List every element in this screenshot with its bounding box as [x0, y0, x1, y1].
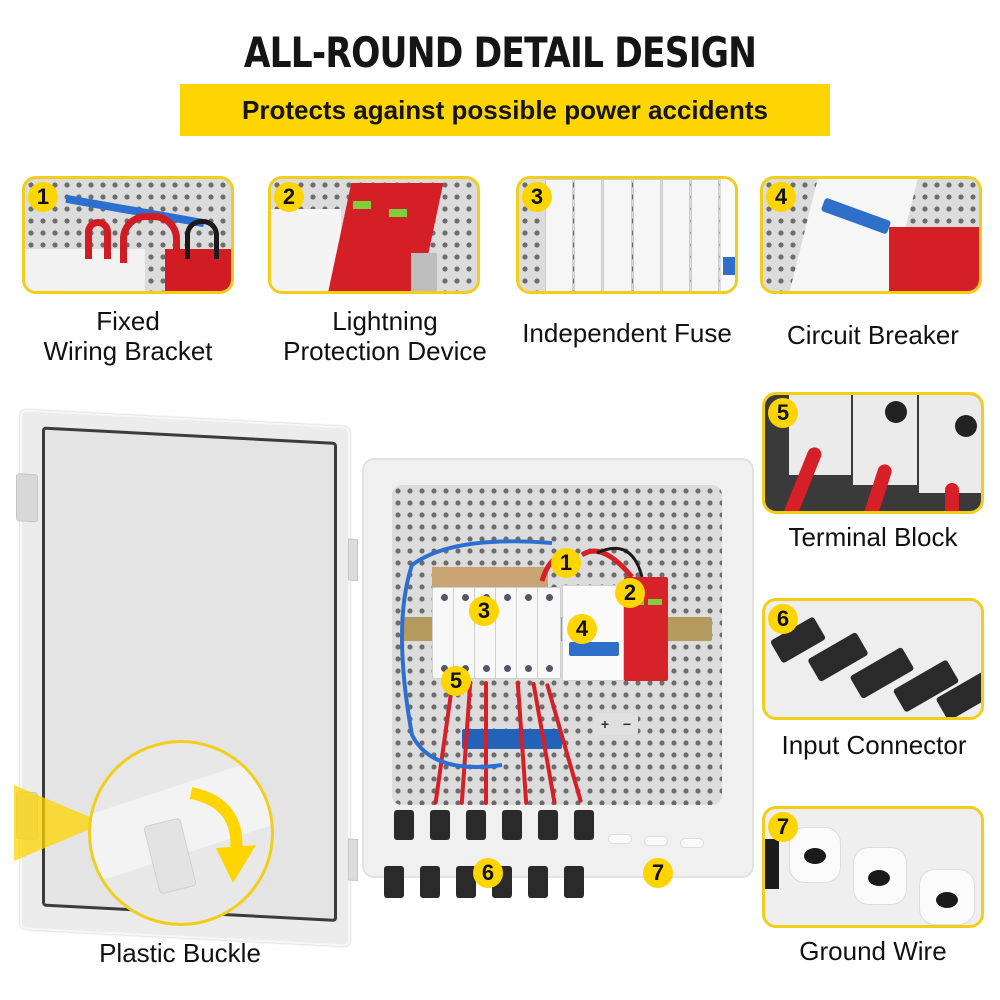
buckle-caption: Plastic Buckle — [99, 938, 261, 968]
mc4-connector-external — [384, 866, 404, 898]
page-title: ALL-ROUND DETAIL DESIGN — [243, 28, 757, 77]
screw-hole — [955, 415, 977, 437]
subtitle-banner: Protects against possible power accident… — [180, 84, 830, 136]
cable-gland — [789, 827, 841, 883]
hinge — [348, 538, 358, 582]
feature-caption: Input Connector — [781, 730, 967, 760]
feature-caption: Fixed Wiring Bracket — [43, 306, 213, 366]
mc4-connector — [538, 810, 558, 840]
terminal-module — [789, 395, 851, 475]
hinge — [348, 838, 358, 882]
cable-gland — [919, 869, 975, 925]
feature-caption: Circuit Breaker — [787, 320, 959, 350]
badge-number: 5 — [768, 398, 798, 428]
mc4-connector — [574, 810, 594, 840]
badge-number: 2 — [274, 182, 304, 212]
mounting-plate: + − — [392, 485, 722, 805]
mc4-connector — [502, 810, 522, 840]
feature-thumb-independent-fuse: 3 — [516, 176, 738, 294]
spd-module — [889, 227, 979, 291]
feature-thumb-terminal-block: 5 — [762, 392, 984, 514]
feature-caption: Ground Wire — [799, 936, 947, 966]
rotate-arrow-icon — [189, 787, 256, 883]
mc4-connector-external — [420, 866, 440, 898]
mc4-connector-external — [564, 866, 584, 898]
mc4-connector — [394, 810, 414, 840]
subtitle-text: Protects against possible power accident… — [242, 94, 768, 125]
mc4-connector — [430, 810, 450, 840]
mc4-connector — [466, 810, 486, 840]
polarity-label: + − — [594, 713, 638, 735]
feature-thumb-lightning-protection: 2 — [268, 176, 480, 294]
screw-hole — [885, 401, 907, 423]
cable-gland — [608, 834, 632, 844]
feature-caption: Independent Fuse — [522, 318, 732, 348]
breaker-handle — [569, 642, 619, 656]
marker-6: 6 — [473, 858, 503, 888]
fuse-holder — [495, 587, 519, 679]
lid-latch — [16, 473, 38, 523]
connector-edge — [765, 839, 779, 889]
marker-3: 3 — [469, 596, 499, 626]
cable-gland — [680, 838, 704, 848]
fuse-holder — [453, 587, 477, 679]
feature-thumb-ground-wire: 7 — [762, 806, 984, 928]
fuse-holder — [537, 587, 561, 679]
red-wire — [945, 483, 959, 511]
breaker-module — [271, 209, 341, 291]
mc4-connector-external — [456, 866, 476, 898]
spd-indicator — [389, 209, 407, 217]
cable-gland — [644, 836, 668, 846]
cable-gland — [853, 847, 907, 905]
junction-box: + − — [362, 458, 754, 878]
marker-2: 2 — [615, 578, 645, 608]
breaker-edge — [721, 179, 735, 291]
red-wire — [484, 681, 488, 805]
din-terminal — [411, 253, 437, 291]
breaker-handle — [723, 257, 735, 275]
badge-number: 1 — [28, 182, 58, 212]
marker-1: 1 — [551, 548, 581, 578]
feature-caption: Lightning Protection Device — [283, 306, 487, 366]
red-wire-loop — [120, 213, 180, 263]
fuse-row — [545, 179, 720, 291]
blue-wire — [400, 539, 644, 769]
mc4-connector-external — [528, 866, 548, 898]
badge-number: 6 — [768, 604, 798, 634]
badge-number: 7 — [768, 812, 798, 842]
feature-thumb-wiring-bracket: 1 — [22, 176, 234, 294]
terminal-module — [919, 395, 981, 493]
marker-7: 7 — [643, 858, 673, 888]
marker-5: 5 — [441, 666, 471, 696]
buckle-zoom-circle — [88, 740, 274, 926]
spd-indicator — [353, 201, 371, 209]
marker-4: 4 — [567, 614, 597, 644]
black-wire-loop — [185, 219, 219, 259]
feature-thumb-circuit-breaker: 4 — [760, 176, 982, 294]
badge-number: 3 — [522, 182, 552, 212]
red-wire-loop — [85, 219, 111, 259]
feature-thumb-input-connector: 6 — [762, 598, 984, 720]
feature-caption: Terminal Block — [788, 522, 958, 552]
badge-number: 4 — [766, 182, 796, 212]
